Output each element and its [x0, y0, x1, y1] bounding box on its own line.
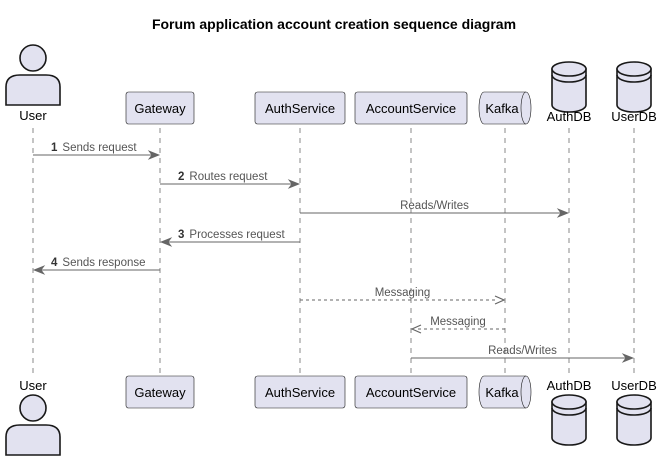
message-5: 4 Sends response	[32, 257, 160, 275]
arrowhead	[147, 150, 161, 160]
participant-label: Kafka	[485, 385, 519, 400]
database-rim	[616, 407, 652, 416]
message-8: Reads/Writes	[411, 345, 635, 363]
diagram-title: Forum application account creation seque…	[152, 16, 516, 32]
message-label: Reads/Writes	[400, 200, 469, 212]
actor-head	[19, 44, 47, 72]
participant-label: User	[19, 108, 47, 123]
participant-auth: AuthService	[254, 375, 346, 409]
queue-end	[520, 375, 527, 409]
participant-label: UserDB	[611, 378, 657, 393]
message-label: Messaging	[375, 287, 431, 299]
message-text: Sends response	[62, 257, 145, 269]
message-label: 2 Routes request	[178, 171, 268, 183]
message-text: Processes request	[189, 229, 285, 241]
message-label: 1 Sends request	[51, 142, 137, 154]
message-text: Routes request	[189, 171, 268, 183]
message-2: 2 Routes request	[160, 171, 301, 189]
database-body	[551, 401, 587, 446]
database-body	[616, 68, 652, 113]
message-number: 3	[178, 229, 184, 241]
message-label: 3 Processes request	[178, 229, 285, 241]
arrowhead	[621, 353, 635, 363]
database-rim	[551, 74, 587, 83]
message-text: Messaging	[375, 287, 431, 299]
participant-box	[254, 375, 346, 409]
participant-label: AuthDB	[547, 109, 592, 124]
arrowhead	[494, 295, 506, 305]
database-authdb: AuthDB	[547, 378, 592, 446]
participant-label: AuthDB	[547, 378, 592, 393]
participant-box	[125, 91, 195, 125]
message-3: Reads/Writes	[300, 200, 570, 218]
actor-head	[19, 394, 47, 422]
queue-kafka: Kafka	[478, 91, 532, 125]
arrowhead	[32, 265, 46, 275]
participant-gateway: Gateway	[125, 375, 195, 409]
participant-label: AccountService	[366, 385, 456, 400]
participants-top: User Gateway AuthService AccountService Kafk…	[5, 44, 657, 125]
participant-label: AuthService	[265, 385, 335, 400]
message-label: Reads/Writes	[488, 345, 557, 357]
arrowhead	[556, 208, 570, 218]
participant-label: Gateway	[134, 101, 186, 116]
actor-user: User	[5, 44, 61, 123]
database-userdb: UserDB	[611, 61, 657, 124]
actor-user: User	[5, 378, 61, 456]
participant-label: User	[19, 378, 47, 393]
message-7: Messaging	[410, 316, 505, 334]
messages: 1 Sends request 2 Routes requestReads/Write…	[32, 142, 635, 363]
database-rim	[551, 407, 587, 416]
database-body	[551, 68, 587, 113]
participant-account: AccountService	[354, 91, 468, 125]
message-text: Reads/Writes	[400, 200, 469, 212]
participant-box	[254, 91, 346, 125]
queue-end	[520, 91, 527, 125]
database-top	[616, 394, 652, 410]
message-number: 4	[51, 257, 58, 269]
message-6: Messaging	[300, 287, 506, 305]
arrowhead	[287, 179, 301, 189]
participant-label: UserDB	[611, 109, 657, 124]
participant-label: Kafka	[485, 101, 519, 116]
participant-label: AccountService	[366, 101, 456, 116]
message-label: Messaging	[430, 316, 486, 328]
participant-account: AccountService	[354, 375, 468, 409]
participant-box	[125, 375, 195, 409]
message-text: Messaging	[430, 316, 486, 328]
actor-body	[5, 424, 61, 456]
database-top	[551, 61, 587, 77]
actor-body	[5, 74, 61, 106]
participants-bottom: User Gateway AuthService AccountService Kafk…	[5, 375, 657, 456]
message-1: 1 Sends request	[33, 142, 161, 160]
database-top	[551, 394, 587, 410]
message-text: Sends request	[62, 142, 137, 154]
message-number: 2	[178, 171, 184, 183]
database-authdb: AuthDB	[547, 61, 592, 124]
message-text: Reads/Writes	[488, 345, 557, 357]
database-userdb: UserDB	[611, 378, 657, 446]
database-rim	[616, 74, 652, 83]
database-body	[616, 401, 652, 446]
queue-kafka: Kafka	[478, 375, 532, 409]
arrowhead	[410, 324, 422, 334]
arrowhead	[159, 237, 173, 247]
participant-label: AuthService	[265, 101, 335, 116]
participant-label: Gateway	[134, 385, 186, 400]
message-4: 3 Processes request	[159, 229, 300, 247]
message-number: 1	[51, 142, 58, 154]
participant-box	[354, 375, 468, 409]
lifelines	[32, 128, 635, 374]
participant-auth: AuthService	[254, 91, 346, 125]
participant-box	[354, 91, 468, 125]
message-label: 4 Sends response	[51, 257, 146, 269]
participant-gateway: Gateway	[125, 91, 195, 125]
database-top	[616, 61, 652, 77]
